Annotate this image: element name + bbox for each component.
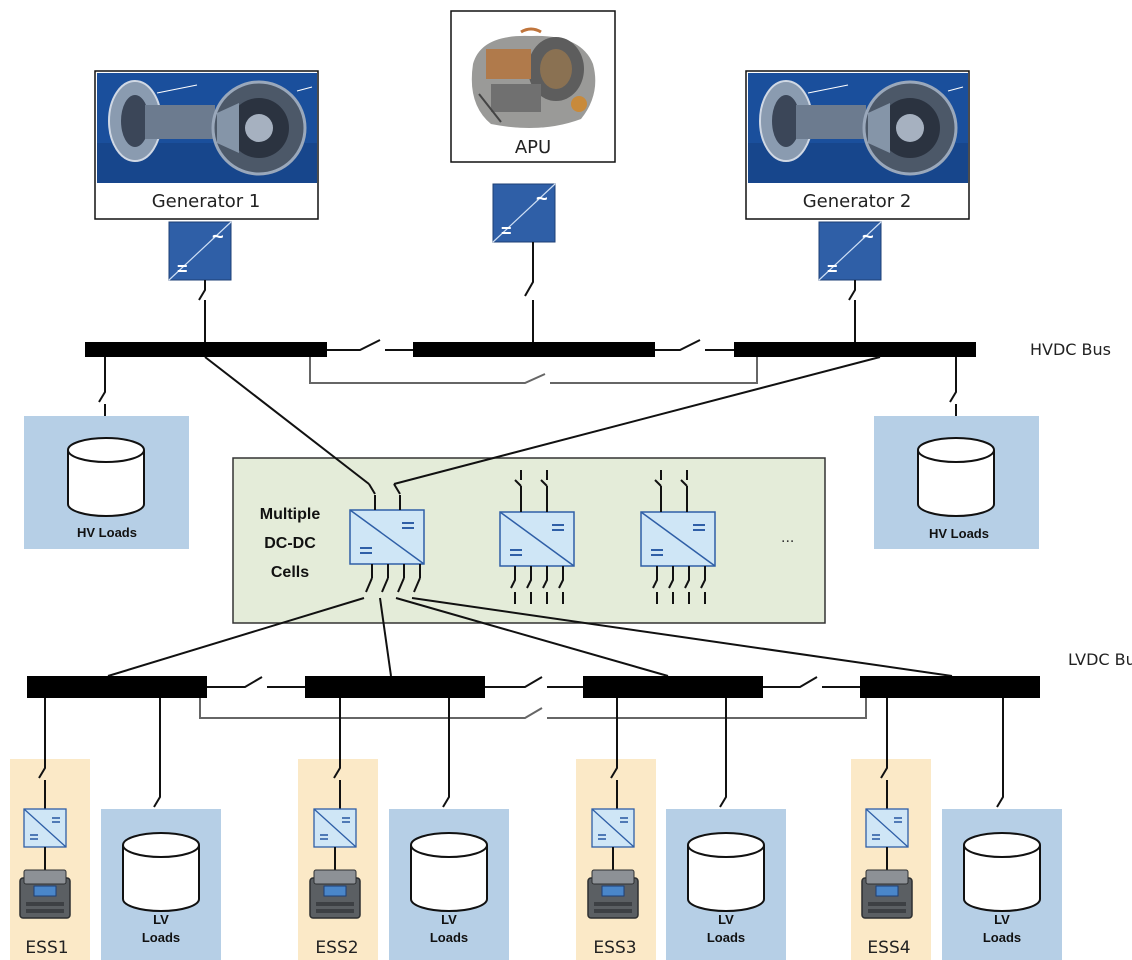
gen-switch-wires <box>198 242 856 342</box>
turbofan-generator-image <box>746 71 970 185</box>
lv-loads-label: LV <box>153 912 169 927</box>
load-cylinder-icon <box>963 832 1041 912</box>
converter-gen1: = ~ <box>168 221 232 281</box>
load-cylinder-icon <box>917 437 995 517</box>
converter-apu: = ~ <box>492 183 556 243</box>
dcdc-label-line2: DC-DC <box>264 535 316 552</box>
lvdc-bus <box>27 676 1040 719</box>
apu-label: APU <box>515 137 551 158</box>
ess-group-2: ESS2 <box>298 698 378 960</box>
battery-icon <box>309 869 361 919</box>
ess-label: ESS4 <box>867 938 910 958</box>
ess-label: ESS1 <box>25 938 68 958</box>
turbofan-generator-image <box>95 71 319 185</box>
lv-loads-group-1: LV Loads <box>101 698 221 960</box>
generator-2-box: Generator 2 <box>745 70 970 220</box>
load-cylinder-icon <box>67 437 145 517</box>
dcdc-label-line3: Cells <box>271 564 309 581</box>
hvdc-bus-label: HVDC Bus <box>1030 340 1111 359</box>
feeder-right <box>393 356 881 485</box>
ac-symbol: ~ <box>212 226 224 248</box>
dcdc-cell-1 <box>349 509 425 565</box>
lv-loads-label: Loads <box>707 930 745 945</box>
hvdc-bus <box>85 339 976 384</box>
lv-loads-label: Loads <box>142 930 180 945</box>
hv-loads-label: HV Loads <box>77 525 137 540</box>
generator-1-label: Generator 1 <box>152 191 261 212</box>
lvdc-bus-label: LVDC Bus <box>1068 650 1132 669</box>
more-cells-ellipsis: ... <box>781 529 794 546</box>
lv-loads-label: Loads <box>983 930 1021 945</box>
ess-group-3: ESS3 <box>576 698 656 960</box>
load-cylinder-icon <box>122 832 200 912</box>
lv-loads-label: LV <box>994 912 1010 927</box>
apu-box: APU <box>450 10 616 163</box>
ac-symbol: ~ <box>862 226 874 248</box>
dc-symbol: = <box>177 259 188 279</box>
lv-loads-label: LV <box>441 912 457 927</box>
lv-loads-label: Loads <box>430 930 468 945</box>
ess-label: ESS2 <box>315 938 358 958</box>
load-cylinder-icon <box>410 832 488 912</box>
lvdc-feeders <box>107 577 953 677</box>
dcdc-label-line1: Multiple <box>260 506 321 523</box>
ess-group-4: ESS4 <box>851 698 931 960</box>
dcdc-cell-3 <box>640 511 716 567</box>
ac-symbol: ~ <box>536 188 548 210</box>
ess-group-1: ESS1 <box>10 698 90 960</box>
lv-loads-group-3: LV Loads <box>666 698 786 960</box>
generator-2-label: Generator 2 <box>803 191 912 212</box>
dcdc-panel: Multiple DC-DC Cells ... <box>232 457 826 624</box>
lv-loads-label: LV <box>718 912 734 927</box>
battery-icon <box>861 869 913 919</box>
hv-loads-label: HV Loads <box>929 526 989 541</box>
load-cylinder-icon <box>687 832 765 912</box>
hv-loads-right: HV Loads <box>874 357 1039 549</box>
dcdc-cell-2 <box>499 511 575 567</box>
dc-symbol: = <box>501 221 512 241</box>
feeder-left <box>204 356 370 485</box>
hv-loads-left: HV Loads <box>24 357 189 549</box>
ess-label: ESS3 <box>593 938 636 958</box>
converter-gen2: = ~ <box>818 221 882 281</box>
lv-loads-group-2: LV Loads <box>389 698 509 960</box>
generator-1-box: Generator 1 <box>94 70 319 220</box>
lv-loads-group-4: LV Loads <box>942 698 1062 960</box>
dc-symbol: = <box>827 259 838 279</box>
battery-icon <box>587 869 639 919</box>
battery-icon <box>19 869 71 919</box>
